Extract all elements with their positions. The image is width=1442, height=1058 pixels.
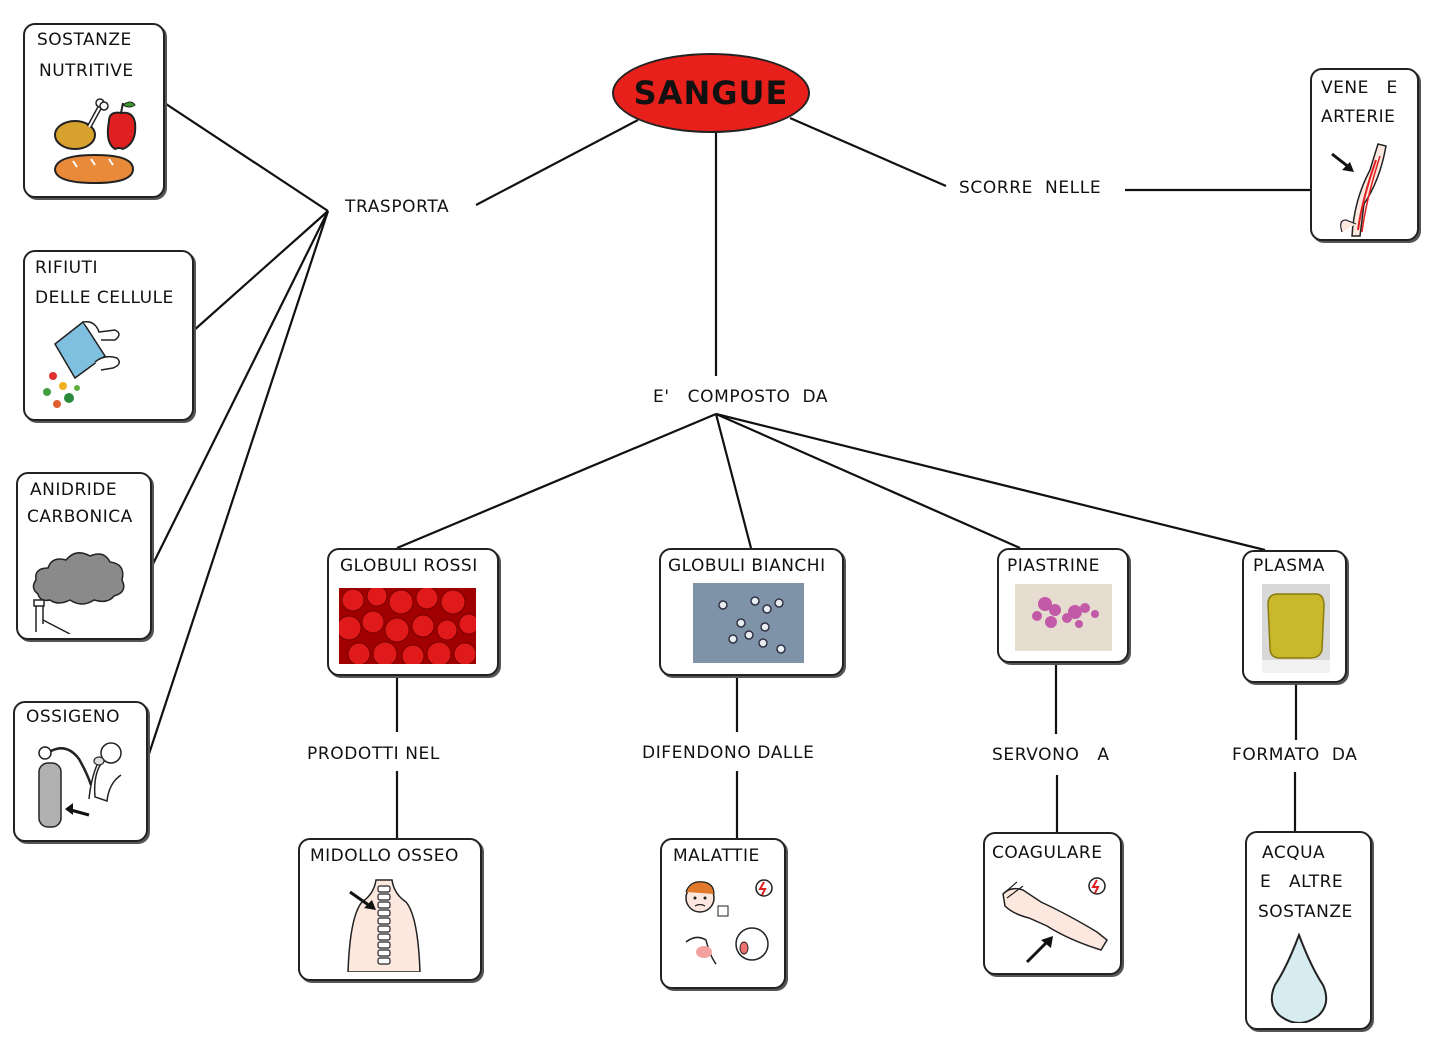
link-label-trasporta: TRASPORTA <box>345 197 450 217</box>
node-globuli-rossi: GLOBULI ROSSI <box>327 548 499 676</box>
node-label-line2: DELLE CELLULE <box>35 288 174 308</box>
node-anidride-carbonica: ANIDRIDE CARBONICA <box>16 472 152 640</box>
link-label-composto-da: E' COMPOSTO DA <box>653 387 829 407</box>
arm-veins-icon <box>1331 143 1387 237</box>
arm-wound-icon <box>1002 877 1108 964</box>
node-label-line1: SOSTANZE <box>37 30 132 50</box>
platelets-photo <box>1015 584 1112 651</box>
node-label: PLASMA <box>1253 556 1325 576</box>
node-label: PIASTRINE <box>1007 556 1100 576</box>
node-label-line1: ACQUA <box>1262 843 1326 863</box>
water-drop-icon <box>1270 933 1328 1023</box>
node-label-line1: ANIDRIDE <box>30 480 118 500</box>
node-label-line2: CARBONICA <box>27 507 133 527</box>
node-label-line1: RIFIUTI <box>35 258 98 278</box>
node-label: COAGULARE <box>992 843 1103 863</box>
node-label: MIDOLLO OSSEO <box>310 846 459 866</box>
node-ossigeno: OSSIGENO <box>13 701 148 842</box>
node-label-line2: ARTERIE <box>1321 107 1396 127</box>
node-midollo-osseo: MIDOLLO OSSEO <box>298 838 482 981</box>
link-label-formato-da: FORMATO DA <box>1232 745 1358 765</box>
waste-icon <box>43 320 120 408</box>
link-label-scorre-nelle: SCORRE NELLE <box>959 178 1102 198</box>
smoke-icon <box>32 552 125 634</box>
node-rifiuti-delle-cellule: RIFIUTI DELLE CELLULE <box>23 250 194 421</box>
root-node-sangue: SANGUE <box>612 53 810 133</box>
node-label-line1: OSSIGENO <box>26 707 120 727</box>
node-label-line2: NUTRITIVE <box>39 61 134 81</box>
node-label-line1: VENE E <box>1321 78 1398 98</box>
red-cells-photo <box>339 588 476 664</box>
spine-icon <box>347 879 421 972</box>
node-plasma: PLASMA <box>1242 550 1347 683</box>
node-malattie: MALATTIE <box>660 838 786 989</box>
food-icon <box>53 98 137 185</box>
node-label-line3: SOSTANZE <box>1258 902 1353 922</box>
node-label: GLOBULI ROSSI <box>340 556 478 576</box>
plasma-bag-photo <box>1262 584 1330 673</box>
node-label: MALATTIE <box>673 846 760 866</box>
root-label: SANGUE <box>633 74 789 112</box>
node-label-line2: E ALTRE <box>1260 872 1344 892</box>
link-label-servono-a: SERVONO A <box>992 745 1110 765</box>
node-acqua-e-altre-sostanze: ACQUA E ALTRE SOSTANZE <box>1245 831 1372 1030</box>
node-coagulare: COAGULARE <box>983 832 1122 975</box>
link-label-difendono-dalle: DIFENDONO DALLE <box>642 743 815 763</box>
node-label: GLOBULI BIANCHI <box>668 556 826 576</box>
sick-person-icon <box>685 879 773 965</box>
node-vene-e-arterie: VENE E ARTERIE <box>1310 68 1419 241</box>
node-piastrine: PIASTRINE <box>997 548 1129 663</box>
node-sostanze-nutritive: SOSTANZE NUTRITIVE <box>23 23 165 198</box>
white-cells-photo <box>693 583 804 663</box>
oxygen-icon <box>38 742 122 828</box>
link-label-prodotti-nel: PRODOTTI NEL <box>307 744 440 764</box>
node-globuli-bianchi: GLOBULI BIANCHI <box>659 548 844 676</box>
